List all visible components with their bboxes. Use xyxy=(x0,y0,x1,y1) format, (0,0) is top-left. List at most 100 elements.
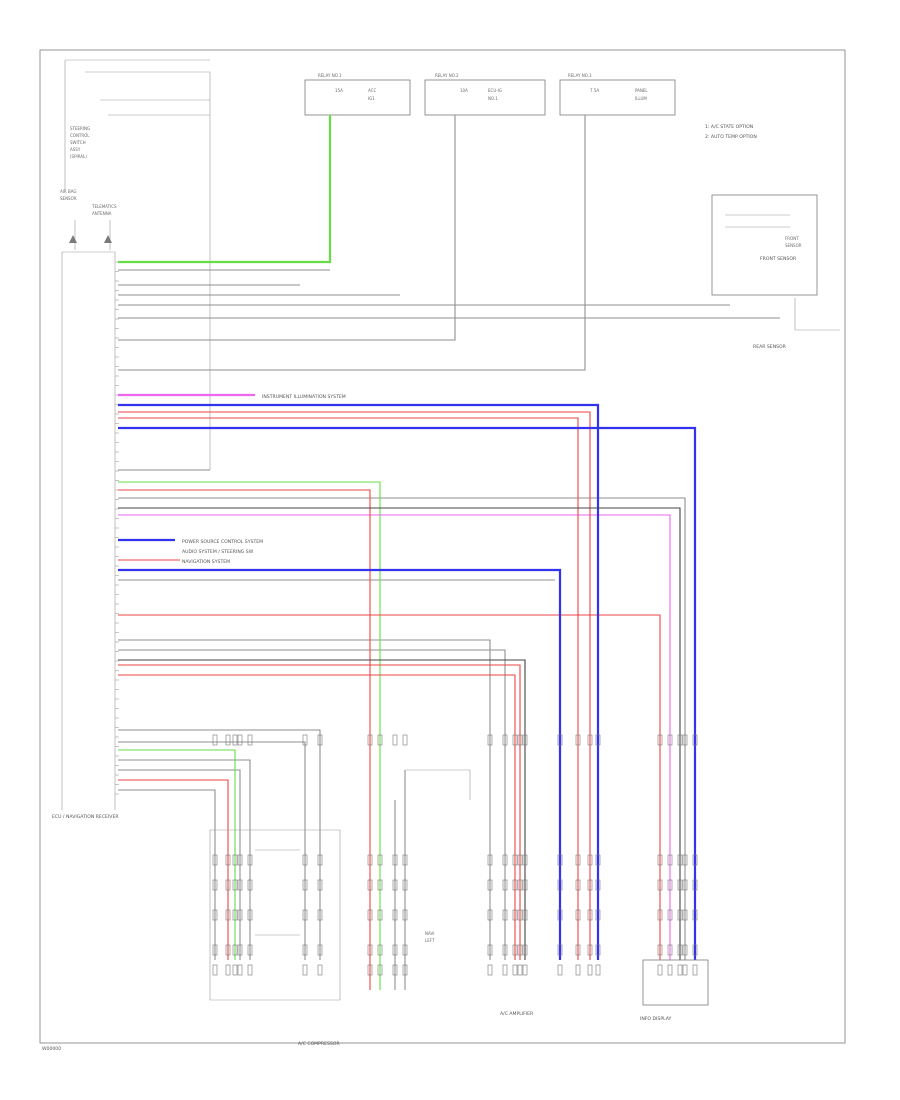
connector-marker xyxy=(677,734,683,746)
wires-red xyxy=(118,411,661,990)
connector-marker xyxy=(247,944,253,956)
signal-label-1: INSTRUMENT ILLUMINATION SYSTEM xyxy=(262,394,346,400)
connector-marker xyxy=(247,854,253,866)
svg-text:ILLUM: ILLUM xyxy=(635,96,647,101)
connector-marker xyxy=(212,944,218,956)
connector-marker xyxy=(367,944,373,956)
connector-marker xyxy=(512,734,518,746)
connector-marker xyxy=(657,964,663,976)
connector-marker xyxy=(367,854,373,866)
connector-marker xyxy=(522,879,528,891)
svg-text:LEFT: LEFT xyxy=(425,938,435,943)
connector-marker xyxy=(522,854,528,866)
connector-marker xyxy=(587,854,593,866)
connector-marker xyxy=(667,854,673,866)
connector-marker xyxy=(302,964,308,976)
connector-marker xyxy=(377,964,383,976)
connector-marker xyxy=(557,909,563,921)
connector-marker xyxy=(595,964,601,976)
connector-marker xyxy=(402,734,408,746)
svg-text:IG1: IG1 xyxy=(368,96,375,101)
rear-sensor-label: REAR SENSOR xyxy=(753,344,787,350)
connector-marker xyxy=(225,944,231,956)
connector-marker xyxy=(512,944,518,956)
connector-marker xyxy=(247,879,253,891)
connector-marker xyxy=(682,879,688,891)
connector-marker xyxy=(317,964,323,976)
center-module-label: A/C AMPLIFIER xyxy=(500,1011,534,1017)
svg-text:FRONT: FRONT xyxy=(785,236,799,241)
connector-marker xyxy=(682,964,688,976)
connector-marker xyxy=(657,879,663,891)
connector-marker xyxy=(392,854,398,866)
connector-marker xyxy=(502,879,508,891)
connector-marker xyxy=(487,879,493,891)
front-sensor-label: FRONT SENSOR xyxy=(760,256,797,262)
connector-marker xyxy=(317,909,323,921)
connector-marker xyxy=(522,944,528,956)
connector-marker xyxy=(225,734,231,746)
connector-marker xyxy=(317,734,323,746)
connector-marker xyxy=(575,964,581,976)
svg-text:NO.1: NO.1 xyxy=(488,96,498,101)
connector-marker xyxy=(522,909,528,921)
connector-marker xyxy=(487,964,493,976)
connector-marker xyxy=(402,879,408,891)
fuse-box-2: RELAY NO.2 10A ECU-IG NO.1 xyxy=(424,73,546,116)
svg-text:RELAY NO.2: RELAY NO.2 xyxy=(435,73,459,78)
bottom-right-module: INFO DISPLAY xyxy=(640,959,709,1022)
connector-marker xyxy=(392,734,398,746)
svg-text:10A: 10A xyxy=(460,88,468,93)
svg-text:STEERING: STEERING xyxy=(70,126,90,131)
svg-text:ECU-IG: ECU-IG xyxy=(488,88,502,93)
connector-marker xyxy=(557,944,563,956)
connector-marker xyxy=(682,734,688,746)
connector-marker xyxy=(657,854,663,866)
connector-marker xyxy=(212,879,218,891)
connector-marker xyxy=(512,909,518,921)
connector-marker xyxy=(232,879,238,891)
svg-text:RELAY NO.3: RELAY NO.3 xyxy=(568,73,592,78)
connector-marker xyxy=(232,734,238,746)
connector-marker xyxy=(657,944,663,956)
connector-marker xyxy=(677,909,683,921)
connector-marker xyxy=(317,854,323,866)
svg-text:AIR BAG: AIR BAG xyxy=(60,189,76,194)
fuse-box-1: RELAY NO.1 15A ACC IG1 xyxy=(304,73,411,116)
wires-gray xyxy=(118,115,780,990)
notes-block: 1: A/C STATE OPTION 2: AUTO TEMP OPTION xyxy=(705,124,757,140)
connector-marker xyxy=(575,854,581,866)
connector-marker xyxy=(522,734,528,746)
connector-marker xyxy=(317,944,323,956)
connector-marker xyxy=(402,964,408,976)
connector-marker xyxy=(247,734,253,746)
svg-text:SWITCH: SWITCH xyxy=(70,140,86,145)
connector-marker xyxy=(392,944,398,956)
connector-marker xyxy=(367,909,373,921)
wires-blue xyxy=(118,403,697,960)
connector-marker xyxy=(302,854,308,866)
note-2: 2: AUTO TEMP OPTION xyxy=(705,134,757,140)
connector-marker xyxy=(237,964,243,976)
connector-marker xyxy=(225,854,231,866)
connector-marker xyxy=(557,854,563,866)
ecu-connector-strip xyxy=(61,251,119,810)
right-module-label: INFO DISPLAY xyxy=(640,1016,672,1022)
left-module-label: A/C COMPRESSOR xyxy=(298,1041,340,1047)
connector-marker xyxy=(667,944,673,956)
connector-marker xyxy=(657,909,663,921)
connector-marker xyxy=(587,734,593,746)
connector-marker xyxy=(522,964,528,976)
connector-markers xyxy=(212,734,698,976)
connector-marker xyxy=(692,734,698,746)
connector-marker xyxy=(677,964,683,976)
connector-marker xyxy=(502,854,508,866)
connector-marker xyxy=(212,734,218,746)
connector-marker xyxy=(587,879,593,891)
connector-marker xyxy=(595,734,601,746)
connector-marker xyxy=(232,964,238,976)
svg-text:ASSY: ASSY xyxy=(70,147,81,152)
connector-marker xyxy=(692,909,698,921)
svg-text:SENSOR: SENSOR xyxy=(785,243,802,248)
svg-text:(SPIRAL): (SPIRAL) xyxy=(70,154,87,159)
